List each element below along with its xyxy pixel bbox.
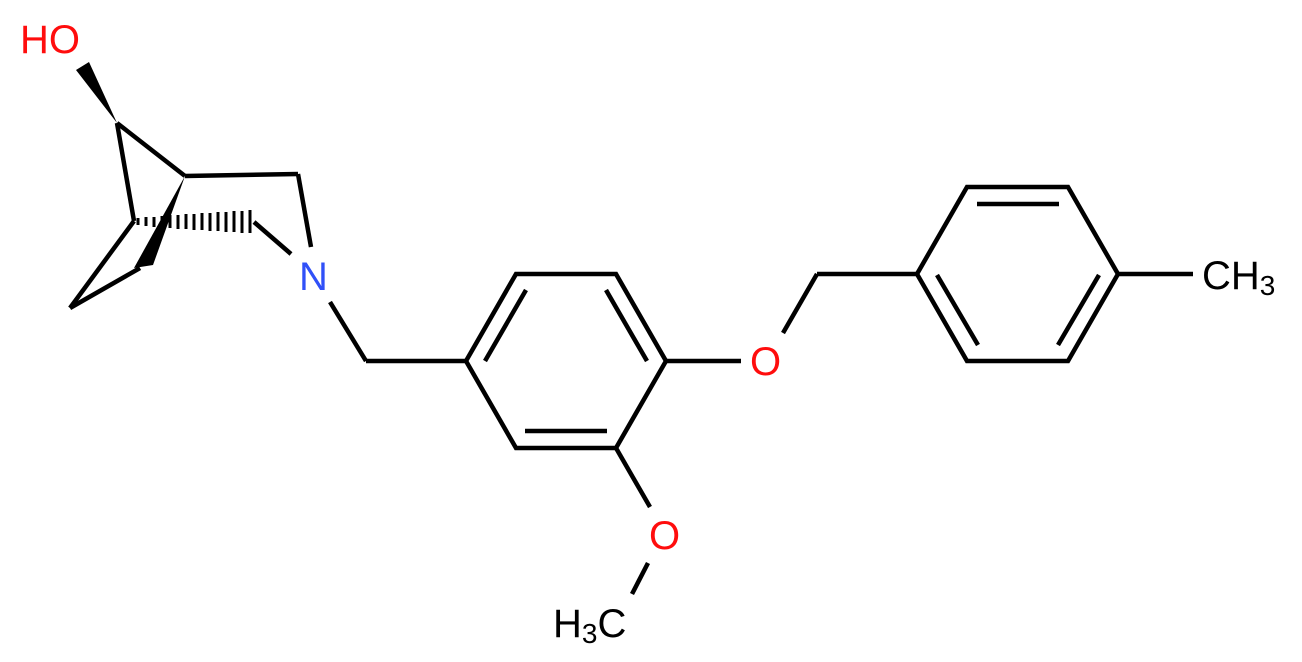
- stereo-wedge-c1-c6: [134, 176, 185, 268]
- bond-c5-c7: [68, 219, 136, 310]
- nitrogen-label: N: [299, 255, 328, 299]
- aryl-methyl-ch: CH: [1202, 254, 1260, 298]
- bond-c7-c6: [68, 266, 142, 310]
- benzene-ring-b: [914, 184, 1121, 364]
- aryl-methyl-label: CH3: [1202, 254, 1275, 300]
- methoxy-subscript: 3: [581, 618, 598, 649]
- methoxy-oxygen-label: O: [649, 514, 681, 558]
- methoxy-h: H: [553, 602, 582, 646]
- bond-c1-c2: [184, 171, 299, 179]
- stereo-wedge-oh: [76, 62, 117, 123]
- bond-c4-n: [252, 220, 293, 256]
- bond-c8-c5: [114, 122, 137, 222]
- methoxy-methyl-label: H3C: [553, 602, 627, 648]
- bond-c2-n: [295, 173, 314, 248]
- ether-oxygen-label: O: [750, 340, 782, 384]
- bicyclic-core: [68, 62, 314, 310]
- aryl-methyl-subscript: 3: [1259, 270, 1276, 301]
- bond-o-ch3: [630, 561, 650, 596]
- bond-ring-a-ome: [614, 446, 652, 509]
- bond-n-ch2: [328, 300, 368, 363]
- bond-c8-c1: [115, 121, 187, 178]
- methoxy-c: C: [597, 602, 627, 646]
- bond-o-ch2: [781, 272, 819, 335]
- benzene-ring-a: [463, 271, 669, 451]
- hydroxyl-label: HO: [20, 18, 80, 62]
- stereo-hash-c5-c4: [136, 210, 252, 233]
